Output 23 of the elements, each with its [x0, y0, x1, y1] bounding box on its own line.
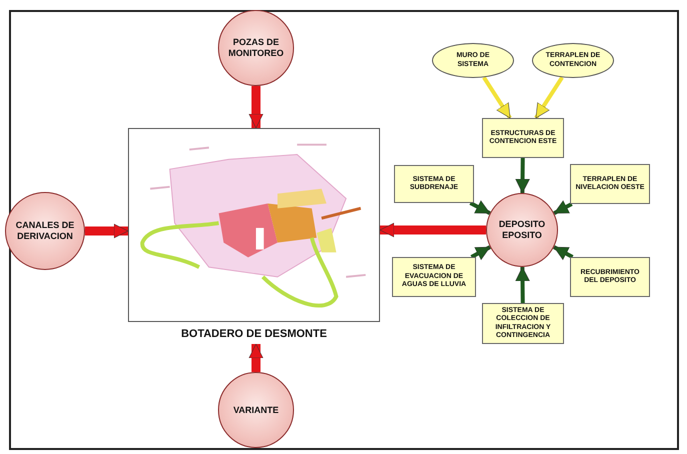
- process-box: [392, 257, 476, 297]
- process-box: [570, 164, 650, 204]
- process-box: [394, 165, 474, 203]
- arrow: [553, 245, 574, 260]
- node-label: BOTADERO DE DESMONTE: [181, 328, 327, 342]
- arrow: [515, 266, 530, 304]
- arrow: [470, 245, 491, 260]
- process-box: [482, 118, 564, 158]
- arrow: [469, 200, 491, 215]
- node-label: VARIANTE: [233, 404, 279, 416]
- node-label: DEPOSITO EPOSITO: [498, 219, 546, 241]
- process-box: [482, 303, 564, 344]
- arrow: [553, 200, 573, 215]
- node-label: POZAS DE MONITOREO: [227, 37, 285, 59]
- arrow: [380, 222, 486, 238]
- process-box: [570, 257, 650, 297]
- arrow: [248, 86, 264, 128]
- arrow: [515, 158, 530, 194]
- arrow: [248, 344, 264, 372]
- arrow: [85, 224, 128, 238]
- arrow: [482, 76, 512, 120]
- arrow: [534, 76, 564, 120]
- node-label: CANALES DE DERIVACION: [14, 220, 76, 242]
